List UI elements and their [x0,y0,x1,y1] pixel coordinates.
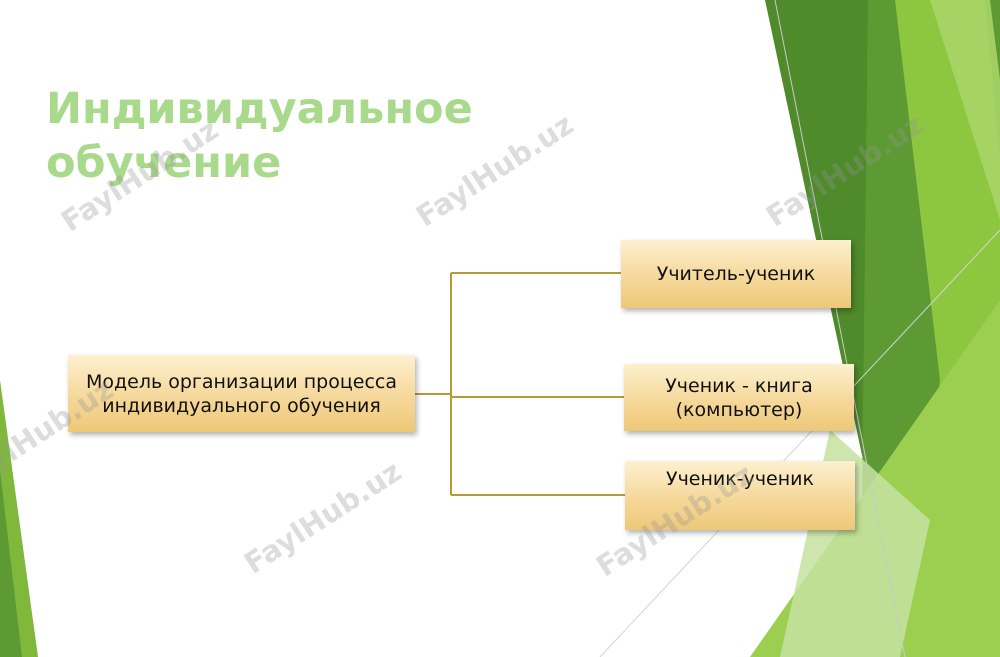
green-shard-left-dark [0,470,22,657]
thin-line-1 [774,0,906,657]
slide-title: Индивидуальное обучение [46,84,473,188]
thin-line-2 [599,229,1000,657]
child-box-teacher-student: Учитель-ученик [621,240,851,308]
green-shard-highlight [930,0,1000,220]
connectors [415,272,625,496]
child-box-student-student: Ученик-ученик [625,461,855,530]
root-box: Модель организации процесса индивидуальн… [68,355,415,432]
child-box-student-book: Ученик - книга (компьютер) [624,364,854,431]
